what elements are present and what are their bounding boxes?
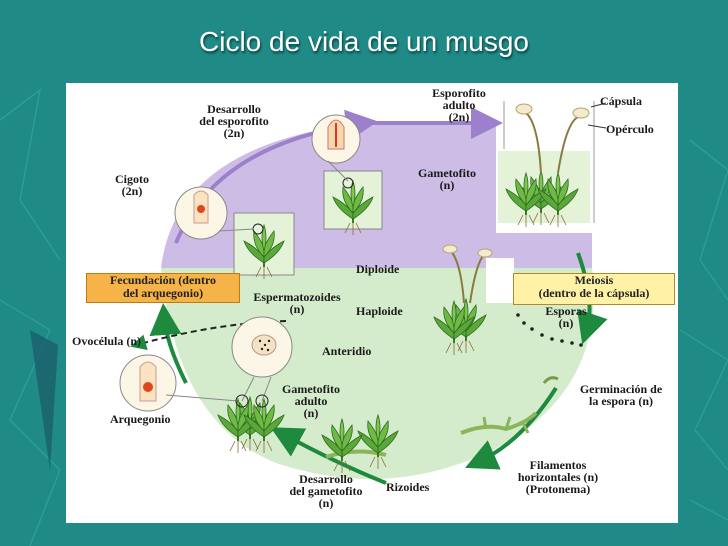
spores-label: Esporas (n) bbox=[536, 305, 596, 329]
diploid-label: Diploide bbox=[356, 263, 399, 275]
protonema-label: Filamentos horizontales (n) (Protonema) bbox=[498, 459, 618, 495]
adult-sporophyte-label: Esporofito adulto (2n) bbox=[419, 87, 499, 123]
gametophyte-development-label: Desarrollo del gametofito (n) bbox=[276, 473, 376, 509]
antheridium-label: Anteridio bbox=[322, 345, 371, 357]
meiosis-box: Meiosis (dentro de la cápsula) bbox=[513, 273, 675, 305]
slide-title: Ciclo de vida de un musgo bbox=[0, 26, 728, 58]
fertilization-box: Fecundación (dentro del arquegonio) bbox=[86, 273, 240, 303]
rhizoids-label: Rizoides bbox=[386, 481, 429, 493]
archegonium-label: Arquegonio bbox=[110, 413, 170, 425]
gametophyte-label: Gametofito (n) bbox=[402, 167, 492, 191]
sperm-label: Espermatozoides (n) bbox=[232, 291, 362, 315]
haploid-label: Haploide bbox=[356, 305, 403, 317]
sporophyte-development-label: Desarrollo del esporofito (2n) bbox=[184, 103, 284, 139]
egg-cell-label: Ovocélula (n) bbox=[72, 335, 141, 347]
zygote-label: Cigoto (2n) bbox=[106, 173, 158, 197]
diagram-panel: Fecundación (dentro del arquegonio) Meio… bbox=[66, 83, 678, 523]
capsule-label: Cápsula bbox=[600, 95, 642, 107]
spore-germination-label: Germinación de la espora (n) bbox=[566, 383, 676, 407]
adult-gametophyte-label: Gametofito adulto (n) bbox=[276, 383, 346, 419]
operculum-label: Opérculo bbox=[606, 123, 654, 135]
capsule bbox=[516, 104, 532, 114]
